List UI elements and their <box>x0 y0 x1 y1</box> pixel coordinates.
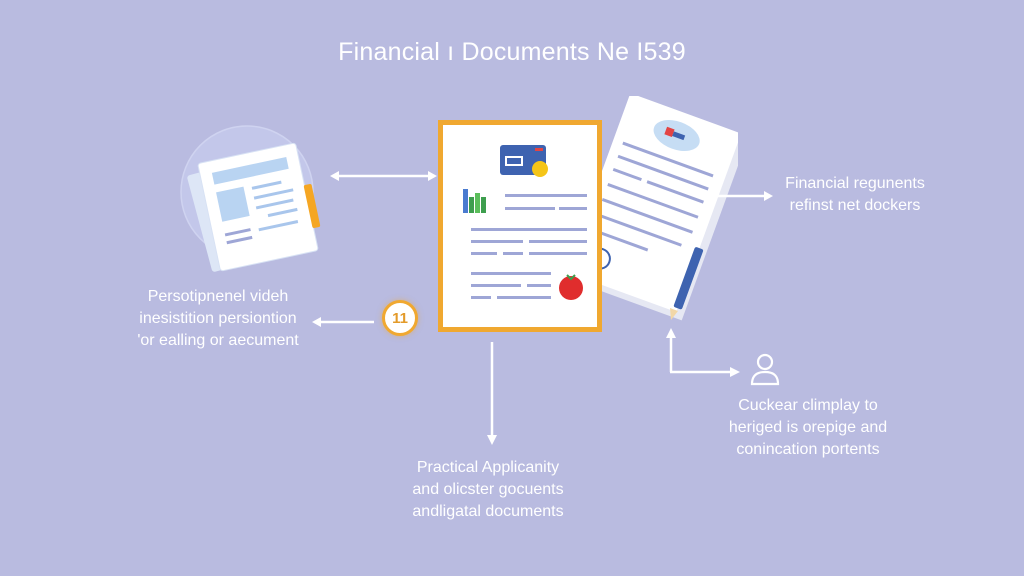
tomato-icon <box>559 274 583 300</box>
label-left: Persotipnenel videh inesistition persion… <box>110 286 326 352</box>
label-bottom: Practical Applicanity and olicster gocue… <box>388 457 588 523</box>
down-arrow-icon <box>487 342 497 445</box>
document-stack-icon <box>180 125 321 272</box>
label-line: 'or ealling or aecument <box>137 332 299 349</box>
label-line: andligatal documents <box>412 503 564 520</box>
step-badge: 11 <box>382 300 418 336</box>
label-line: refinst net dockers <box>789 197 921 214</box>
elbow-arrow-icon <box>666 328 740 377</box>
label-line: conincation portents <box>736 441 880 458</box>
card-icon <box>500 145 548 177</box>
signed-document <box>578 96 738 321</box>
pen-icon <box>673 247 704 310</box>
label-line: Financial regunents <box>785 175 925 192</box>
label-right-bottom: Cuckear climplay to heriged is orepige a… <box>706 395 910 461</box>
person-icon <box>750 353 780 386</box>
label-line: Persotipnenel videh <box>147 288 289 305</box>
bar-chart-icon <box>463 189 486 213</box>
right-arrow-icon <box>712 191 773 201</box>
label-line: Practical Applicanity <box>416 459 560 476</box>
left-arrow-icon <box>312 317 374 327</box>
label-line: heriged is orepige and <box>728 419 888 436</box>
diagram-title: Financial ı Documents Ne I539 <box>338 38 686 66</box>
financial-document <box>438 120 602 332</box>
label-line: inesistition persiontion <box>139 310 297 327</box>
label-line: and olicster gocuents <box>412 481 564 498</box>
double-arrow-icon <box>330 171 437 181</box>
label-right-top: Financial regunents refinst net dockers <box>770 173 940 217</box>
label-line: Cuckear climplay to <box>738 397 878 414</box>
